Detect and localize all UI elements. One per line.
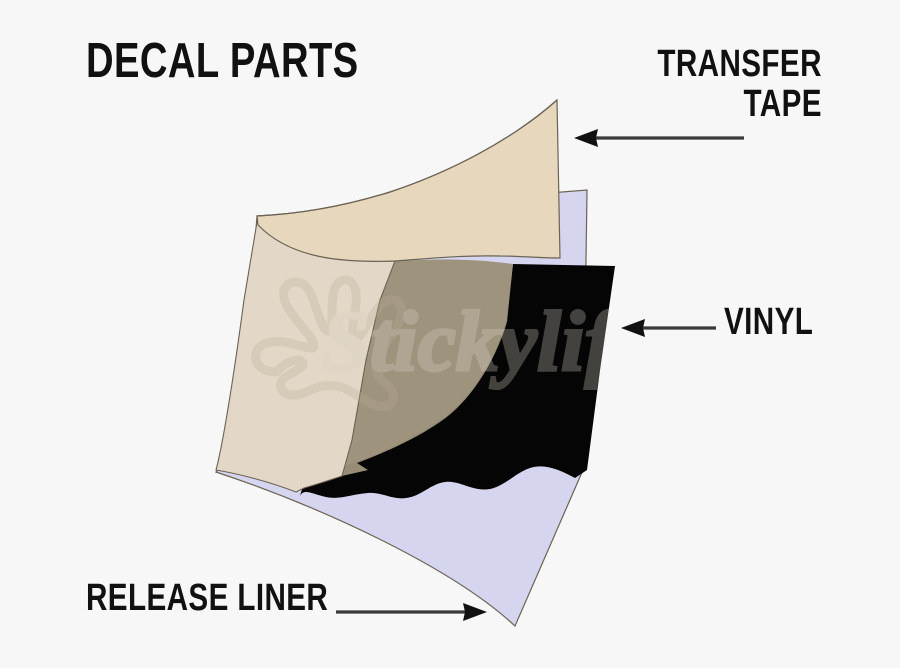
release-liner-label: RELEASE LINER: [86, 577, 329, 619]
vinyl-arrow: [621, 319, 716, 337]
vinyl-tape-overlap: [342, 259, 513, 476]
transfer-tape-label: TRANSFER TAPE: [657, 43, 822, 126]
vinyl-label: VINYL: [724, 301, 814, 343]
release-liner-arrow: [336, 603, 487, 621]
transfer-tape-arrow: [574, 129, 744, 147]
transfer-tape-layer: [256, 98, 561, 262]
svg-text:Stickylife: Stickylife: [322, 293, 652, 389]
stickylife-watermark: Stickylife: [251, 275, 652, 411]
page-title: DECAL PARTS: [86, 34, 359, 88]
vinyl-layer: [300, 264, 615, 499]
